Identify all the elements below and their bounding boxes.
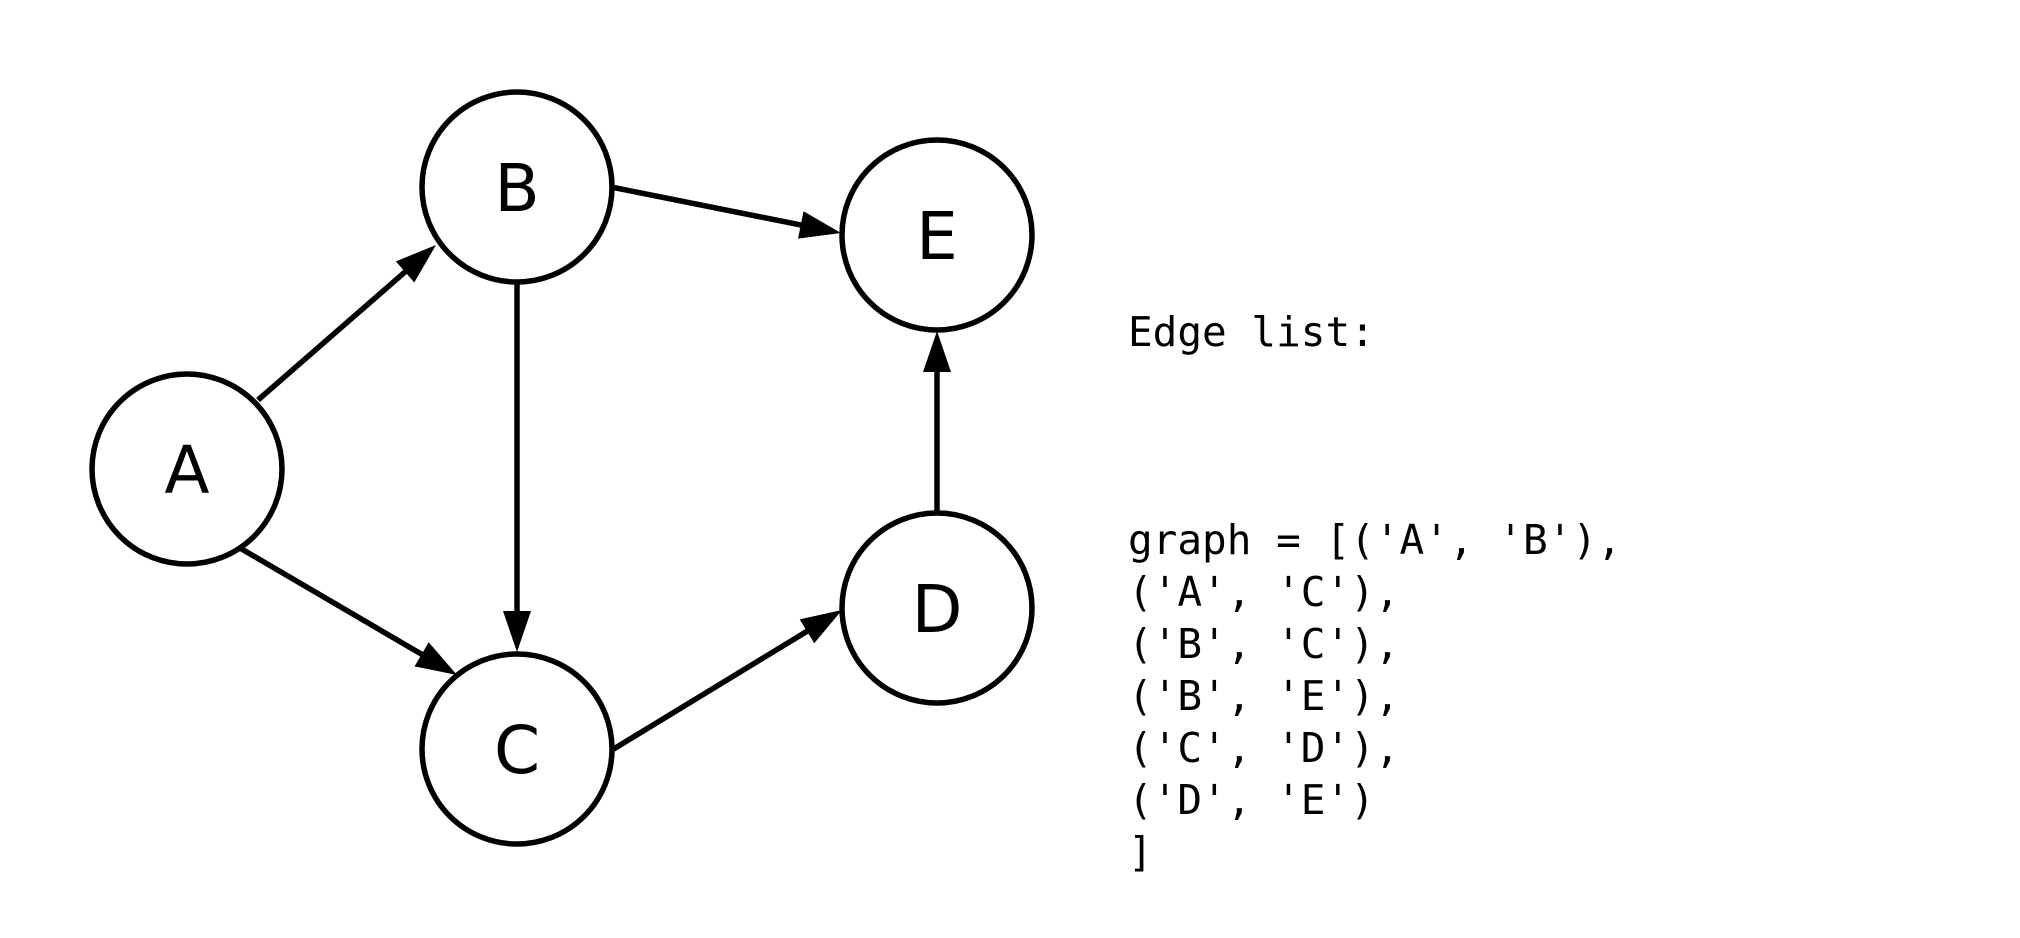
edge-list-heading: Edge list: xyxy=(1128,308,1375,356)
edge-A-C xyxy=(238,545,426,659)
code-line: ('B', 'C'), xyxy=(1128,620,1400,668)
edge-B-E xyxy=(610,184,805,229)
node-circle-A xyxy=(89,371,285,567)
arrowhead-C-D xyxy=(799,610,842,644)
arrowhead-A-B xyxy=(395,245,436,283)
node-label-C: C xyxy=(494,712,540,789)
code-line: ('D', 'E') xyxy=(1128,776,1375,824)
code-line: graph = [('A', 'B'), xyxy=(1128,516,1622,564)
edge-C-D xyxy=(610,627,811,753)
edge-list-code: graph = [('A', 'B'),('A', 'C'),('B', 'C'… xyxy=(1128,514,1622,878)
code-line: ] xyxy=(1128,828,1153,876)
code-line: ('A', 'C'), xyxy=(1128,568,1400,616)
arrowhead-A-C xyxy=(414,642,457,675)
node-label-E: E xyxy=(916,198,958,275)
arrowhead-D-E xyxy=(923,331,951,372)
node-label-D: D xyxy=(912,571,963,648)
node-label-B: B xyxy=(494,150,539,227)
code-line: ('B', 'E'), xyxy=(1128,672,1400,720)
node-label-A: A xyxy=(164,432,209,509)
arrowhead-B-E xyxy=(798,211,841,239)
node-circle-E xyxy=(839,137,1035,333)
edge-list-panel: Edge list: graph = [('A', 'B'),('A', 'C'… xyxy=(1128,202,1622,930)
arrowhead-B-C xyxy=(503,611,531,652)
edge-A-B xyxy=(256,267,410,403)
code-line: ('C', 'D'), xyxy=(1128,724,1400,772)
